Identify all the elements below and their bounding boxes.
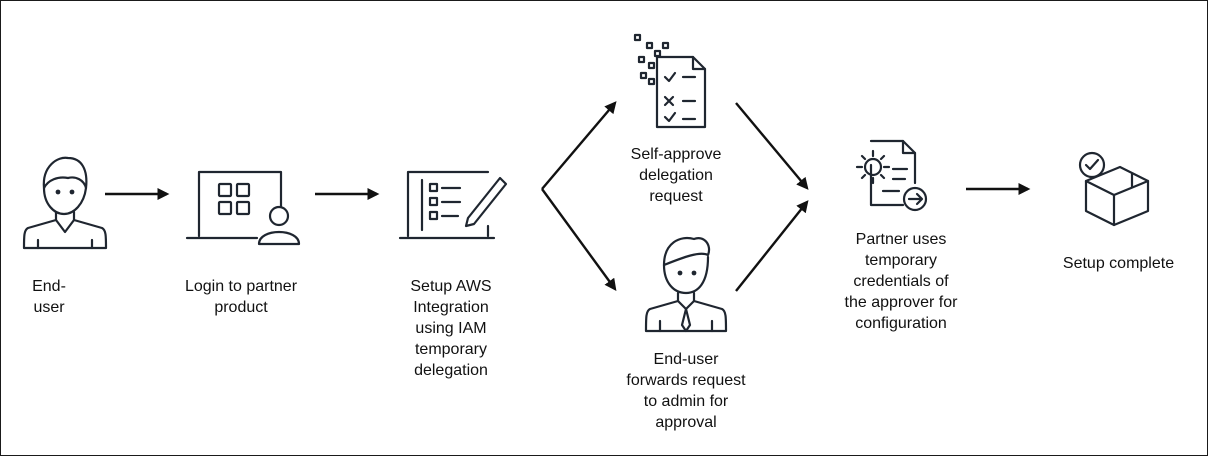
label-setup-complete: Setup complete [1062,255,1175,272]
gear-document-icon [855,139,928,212]
label-end-user: End- user [32,278,66,316]
user-icon [22,156,108,250]
laptop-user-icon [185,170,301,246]
laptop-checklist-icon [398,170,508,240]
label-login: Login to partner product [184,278,298,316]
label-partner-uses: Partner uses temporary credentials of th… [844,231,958,332]
label-setup-integration: Setup AWS Integration using IAM temporar… [410,278,492,379]
arrow-forward-to-partner [735,200,809,292]
arrow-selfapprove-to-partner [735,102,809,190]
arrow-setup-to-selfapprove [541,101,617,190]
label-self-approve: Self-approve delegation request [630,146,722,205]
label-forward: End-user forwards request to admin for a… [626,351,746,431]
arrow-setup-to-forward [541,188,617,291]
admin-user-icon [644,236,728,333]
box-check-icon [1078,151,1150,227]
checklist-document-icon [633,33,707,129]
